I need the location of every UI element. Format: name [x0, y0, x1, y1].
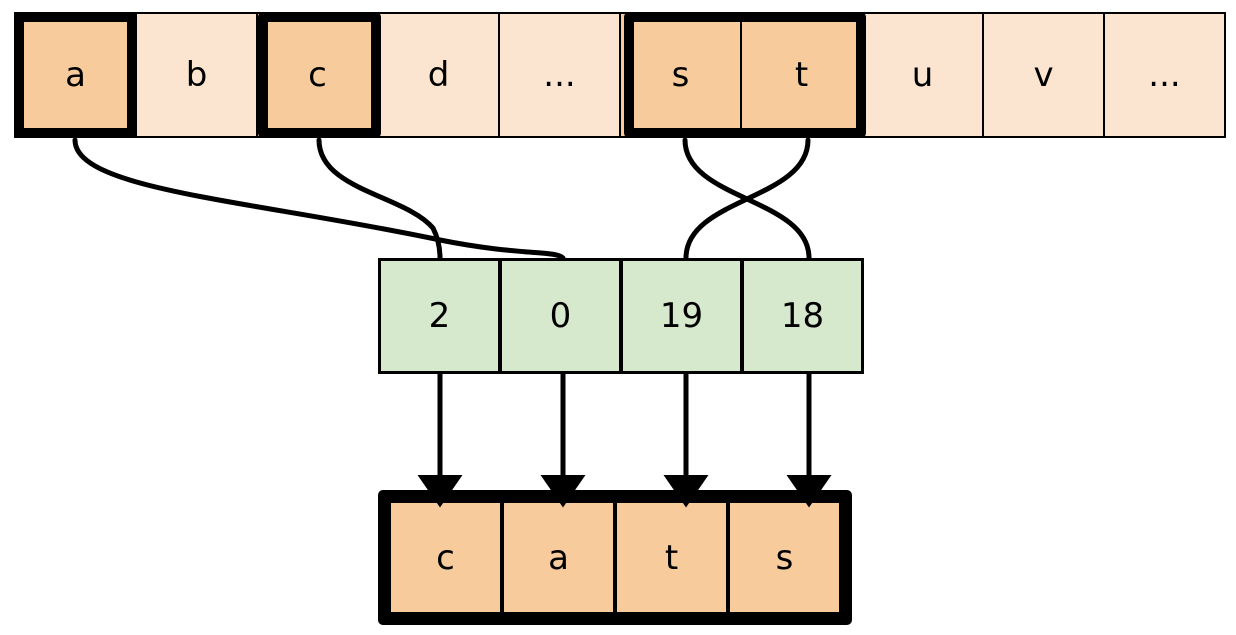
alphabet-cell-1: b [135, 12, 258, 138]
result-cell-2: t [614, 500, 729, 615]
index-cell-2: 19 [620, 258, 743, 374]
result-cell-0: c [388, 500, 503, 615]
result-cell-3: s [727, 500, 842, 615]
index-cell-3: 18 [741, 258, 864, 374]
alphabet-cell-9: ... [1103, 12, 1226, 138]
curve-t-to-19 [683, 137, 811, 261]
alphabet-cell-8: v [982, 12, 1105, 138]
curve-a-to-0 [72, 137, 566, 261]
alphabet-cell-7: u [861, 12, 984, 138]
alphabet-cell-5: s [619, 12, 742, 138]
curve-c-to-2 [316, 137, 443, 261]
alphabet-cell-4: ... [498, 12, 621, 138]
alphabet-cell-3: d [377, 12, 500, 138]
curve-s-to-18 [682, 137, 812, 261]
alphabet-cell-2: c [256, 12, 379, 138]
alphabet-cell-0: a [14, 12, 137, 138]
index-cell-0: 2 [378, 258, 501, 374]
result-cell-1: a [501, 500, 616, 615]
alphabet-cell-6: t [740, 12, 863, 138]
index-cell-1: 0 [499, 258, 622, 374]
